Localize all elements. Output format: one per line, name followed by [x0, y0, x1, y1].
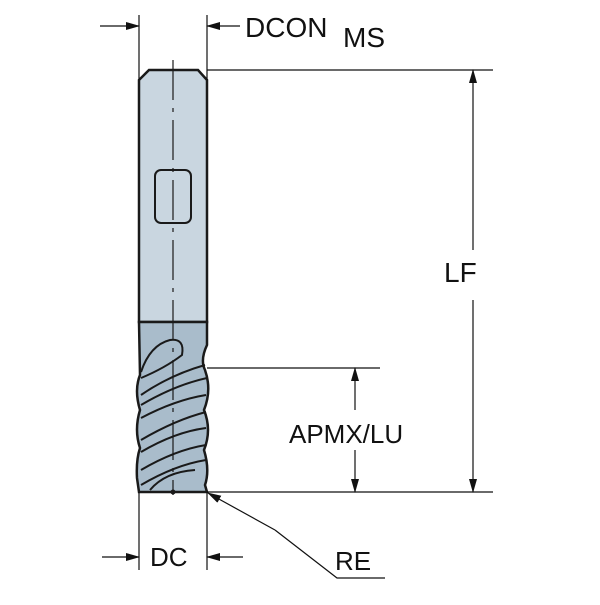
dc-dimension [102, 492, 243, 570]
apmx-label: APMX/LU [289, 419, 403, 449]
lf-dimension [207, 69, 493, 493]
flute-section [135, 320, 210, 494]
dcon-label: DCON [245, 12, 327, 43]
re-label: RE [335, 546, 371, 576]
end-mill-tool [135, 60, 210, 495]
apmx-dimension [207, 367, 380, 493]
dc-label: DC [150, 542, 188, 572]
dcon-subscript: MS [343, 22, 385, 53]
dcon-dimension [100, 15, 240, 80]
flute-helix-lines [140, 338, 208, 491]
lf-label: LF [444, 257, 477, 288]
re-leader [207, 492, 385, 579]
